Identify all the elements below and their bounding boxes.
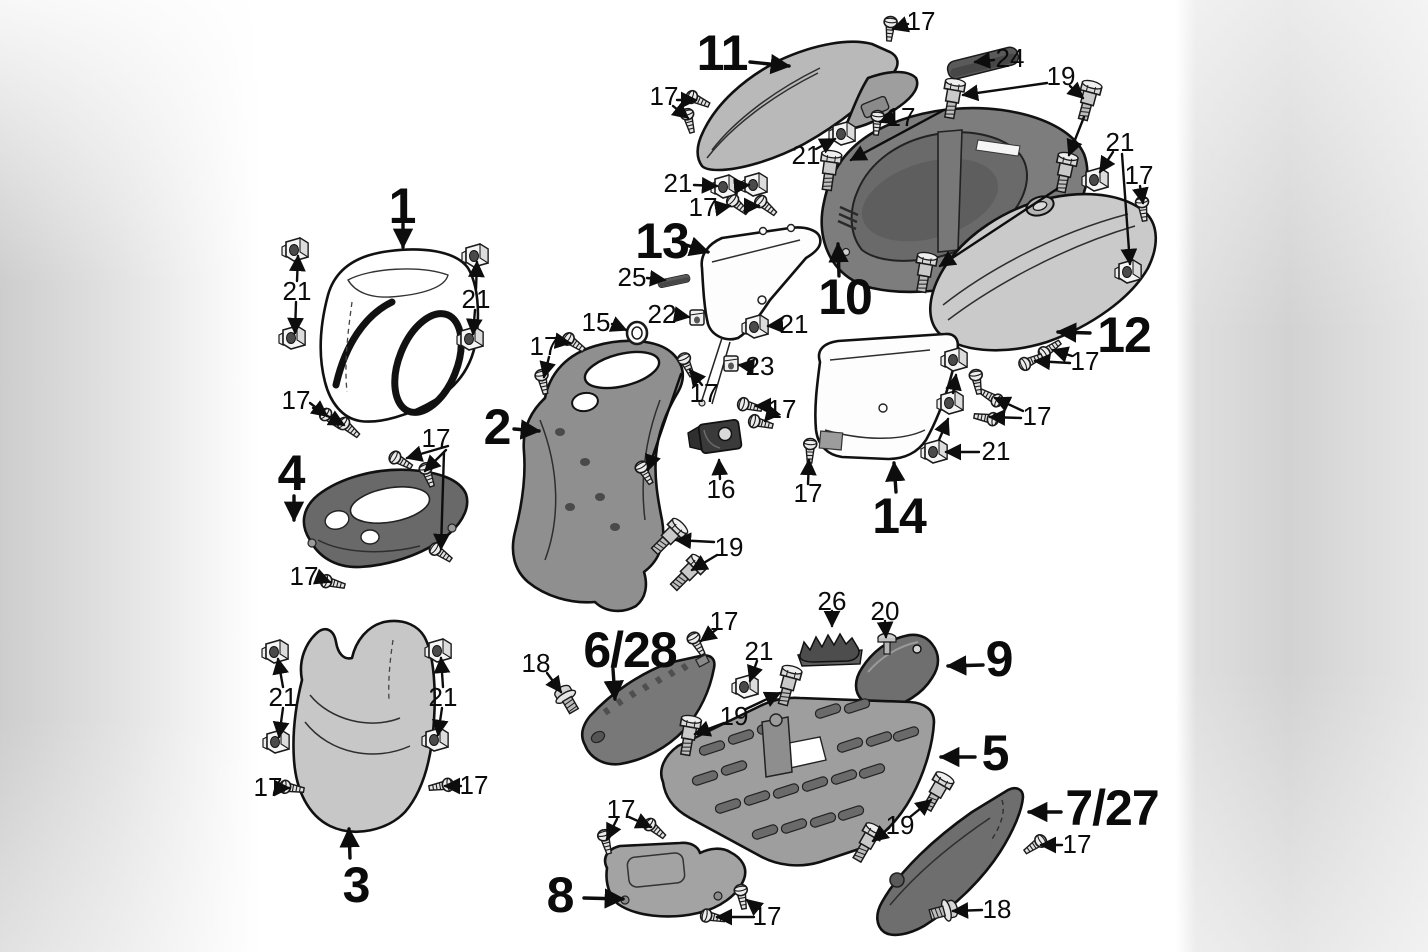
clip-nut-icon bbox=[261, 639, 289, 664]
fastener-callout-17: 17 bbox=[289, 561, 319, 591]
clip-nut-icon bbox=[262, 729, 290, 754]
part-26-rubber-pad bbox=[797, 632, 863, 667]
part-callout-13: 13 bbox=[635, 213, 690, 269]
part-7-27-side-sill-panel bbox=[876, 786, 1025, 937]
fastener-callout-24: 24 bbox=[995, 43, 1025, 73]
fastener-callout-17: 17 bbox=[906, 6, 936, 36]
fastener-callout-17: 17 bbox=[886, 102, 916, 132]
fastener-callout-21: 21 bbox=[663, 168, 693, 198]
fastener-callout-23: 23 bbox=[745, 351, 775, 381]
small-clip-icon bbox=[689, 309, 705, 326]
fastener-callout-21: 21 bbox=[268, 682, 298, 712]
fastener-callout-17: 17 bbox=[1070, 346, 1100, 376]
clip-nut-icon bbox=[828, 121, 856, 146]
fastener-callout-15: 15 bbox=[581, 307, 611, 337]
part-4-handlebar-cover bbox=[302, 468, 469, 569]
fastener-callout-17: 17 bbox=[606, 794, 636, 824]
part-1-front-cover bbox=[319, 248, 480, 423]
fastener-callout-18: 18 bbox=[521, 648, 551, 678]
fastener-callout-19: 19 bbox=[1046, 61, 1076, 91]
fastener-callout-21: 21 bbox=[791, 140, 821, 170]
fastener-callout-26: 26 bbox=[817, 586, 847, 616]
clip-nut-icon bbox=[940, 347, 968, 372]
clip-nut-icon bbox=[741, 314, 769, 339]
fastener-callout-21: 21 bbox=[744, 636, 774, 666]
fastener-callout-21: 21 bbox=[428, 682, 458, 712]
fastener-callout-21: 21 bbox=[461, 284, 491, 314]
fastener-callout-17: 17 bbox=[688, 192, 718, 222]
clip-nut-icon bbox=[421, 727, 449, 752]
part-callout-4: 4 bbox=[277, 445, 306, 501]
part-callout-11: 11 bbox=[696, 25, 749, 81]
fastener-callout-17: 17 bbox=[281, 385, 311, 415]
part-callout-7-27: 7/27 bbox=[1065, 780, 1159, 836]
leader-arrows bbox=[272, 16, 1149, 926]
part-callout-1: 1 bbox=[388, 178, 417, 234]
small-clip-icon bbox=[723, 355, 739, 372]
fastener-callout-19: 19 bbox=[719, 701, 749, 731]
fastener-callout-17: 17 bbox=[793, 478, 823, 508]
part-12-side-cover bbox=[928, 192, 1158, 352]
fastener-callout-21: 21 bbox=[1105, 127, 1135, 157]
grommet-icon bbox=[625, 320, 649, 346]
clip-nut-icon bbox=[424, 638, 452, 663]
part-16-lock-cover bbox=[687, 418, 743, 455]
part-14-side-panel bbox=[814, 332, 960, 461]
clip-nut-icon bbox=[1114, 259, 1142, 284]
fastener-callout-17: 17 bbox=[1022, 401, 1052, 431]
part-callout-12: 12 bbox=[1097, 307, 1152, 363]
fastener-callout-17: 17 bbox=[421, 423, 451, 453]
clip-nut-icon bbox=[461, 243, 489, 268]
part-callout-6-28: 6/28 bbox=[583, 622, 677, 678]
fastener-callout-20: 20 bbox=[870, 596, 900, 626]
fastener-callout-22: 22 bbox=[647, 299, 677, 329]
part-9-step-cover bbox=[854, 633, 940, 710]
part-6-28-side-trim bbox=[580, 653, 716, 766]
clip-nut-icon bbox=[936, 390, 964, 415]
fastener-callout-17: 17 bbox=[767, 394, 797, 424]
clip-nut-icon bbox=[456, 326, 484, 351]
part-2-leg-shield-inner bbox=[511, 339, 685, 613]
fastener-callout-21: 21 bbox=[981, 436, 1011, 466]
fastener-callout-25: 25 bbox=[617, 262, 647, 292]
clip-nut-icon bbox=[278, 325, 306, 350]
fastener-callout-17: 17 bbox=[649, 81, 679, 111]
clip-nut-icon bbox=[920, 439, 948, 464]
fastener-callout-19: 19 bbox=[714, 532, 744, 562]
fastener-callout-18: 18 bbox=[982, 894, 1012, 924]
fastener-callout-17: 17 bbox=[1062, 829, 1092, 859]
fastener-callout-17: 17 bbox=[459, 770, 489, 800]
part-callout-14: 14 bbox=[872, 488, 927, 544]
clip-nut-icon bbox=[281, 237, 309, 262]
part-callout-8: 8 bbox=[546, 867, 575, 923]
part-callout-3: 3 bbox=[342, 857, 371, 913]
part-callout-5: 5 bbox=[981, 725, 1010, 781]
fastener-callout-17: 17 bbox=[689, 378, 719, 408]
part-callout-9: 9 bbox=[985, 631, 1014, 687]
fastener-callout-21: 21 bbox=[282, 276, 312, 306]
clip-nut-icon bbox=[731, 674, 759, 699]
fastener-callout-16: 16 bbox=[706, 474, 736, 504]
part-callout-2: 2 bbox=[483, 399, 512, 455]
fastener-callout-19: 19 bbox=[885, 810, 915, 840]
fastener-callout-17: 17 bbox=[1124, 160, 1154, 190]
fastener-callout-21: 21 bbox=[779, 309, 809, 339]
fastener-callout-17: 17 bbox=[752, 901, 782, 931]
clip-nut-icon bbox=[1081, 167, 1109, 192]
part-3-front-lower-panel bbox=[292, 619, 437, 833]
fastener-callout-17: 17 bbox=[709, 606, 739, 636]
fastener-callout-17: 17 bbox=[529, 331, 559, 361]
part-13-center-panel bbox=[698, 223, 822, 407]
part-callout-10: 10 bbox=[818, 269, 873, 325]
fastener-callout-17: 17 bbox=[253, 772, 283, 802]
